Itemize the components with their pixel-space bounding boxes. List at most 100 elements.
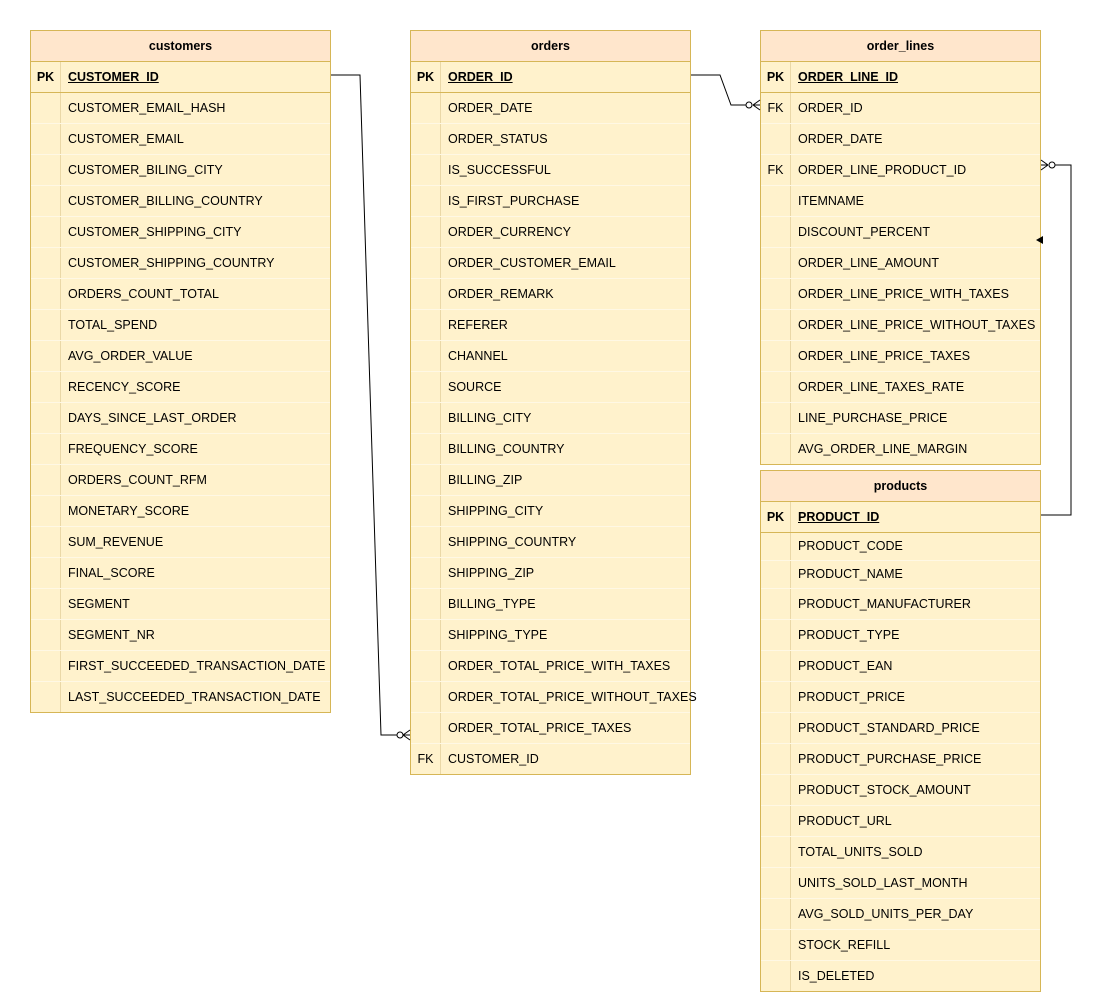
field-row[interactable]: ORDER_LINE_AMOUNT (761, 247, 1040, 278)
field-row[interactable]: PRODUCT_URL (761, 805, 1040, 836)
field-row[interactable]: DAYS_SINCE_LAST_ORDER (31, 402, 330, 433)
field-row[interactable]: TOTAL_SPEND (31, 309, 330, 340)
relationship-customers-orders[interactable] (331, 74, 397, 736)
field-row[interactable]: CUSTOMER_SHIPPING_CITY (31, 216, 330, 247)
customers-table[interactable]: customers PK CUSTOMER_ID CUSTOMER_EMAIL_… (30, 30, 331, 713)
field-row[interactable]: FREQUENCY_SCORE (31, 433, 330, 464)
pk-row[interactable]: PK ORDER_ID (411, 62, 690, 93)
key-marker (761, 372, 791, 402)
field-row[interactable]: ORDER_LINE_PRICE_TAXES (761, 340, 1040, 371)
field-row[interactable]: ORDER_STATUS (411, 123, 690, 154)
field-row[interactable]: ORDER_REMARK (411, 278, 690, 309)
table-title: order_lines (761, 31, 1040, 62)
pk-row[interactable]: PK PRODUCT_ID (761, 502, 1040, 533)
field-row[interactable]: CUSTOMER_BILLING_COUNTRY (31, 185, 330, 216)
relationship-orders-orderlines[interactable] (691, 74, 747, 106)
field-row[interactable]: PRODUCT_PRICE (761, 681, 1040, 712)
key-marker (761, 651, 791, 681)
field-row[interactable]: DISCOUNT_PERCENT (761, 216, 1040, 247)
key-marker (31, 248, 61, 278)
field-row[interactable]: ORDER_LINE_TAXES_RATE (761, 371, 1040, 402)
pk-row[interactable]: PK CUSTOMER_ID (31, 62, 330, 93)
field-row[interactable]: ORDER_DATE (761, 123, 1040, 154)
field-row[interactable]: IS_SUCCESSFUL (411, 154, 690, 185)
field-row[interactable]: BILLING_CITY (411, 402, 690, 433)
key-marker (411, 558, 441, 588)
field-row[interactable]: CUSTOMER_BILING_CITY (31, 154, 330, 185)
field-name: ORDER_STATUS (448, 132, 548, 146)
field-row[interactable]: PRODUCT_EAN (761, 650, 1040, 681)
field-row[interactable]: CUSTOMER_EMAIL (31, 123, 330, 154)
field-row[interactable]: UNITS_SOLD_LAST_MONTH (761, 867, 1040, 898)
field-row[interactable]: ORDER_LINE_PRICE_WITHOUT_TAXES (761, 309, 1040, 340)
field-row[interactable]: TOTAL_UNITS_SOLD (761, 836, 1040, 867)
field-row[interactable]: ORDER_DATE (411, 93, 690, 123)
field-row[interactable]: CUSTOMER_SHIPPING_COUNTRY (31, 247, 330, 278)
field-row[interactable]: PRODUCT_STOCK_AMOUNT (761, 774, 1040, 805)
field-row[interactable]: PRODUCT_TYPE (761, 619, 1040, 650)
pk-row[interactable]: PK ORDER_LINE_ID (761, 62, 1040, 93)
field-row[interactable]: PRODUCT_PURCHASE_PRICE (761, 743, 1040, 774)
field-row[interactable]: ORDER_TOTAL_PRICE_WITHOUT_TAXES (411, 681, 697, 712)
field-row[interactable]: PRODUCT_MANUFACTURER (761, 588, 1040, 619)
field-row[interactable]: SEGMENT_NR (31, 619, 330, 650)
key-marker (411, 434, 441, 464)
field-row[interactable]: SHIPPING_CITY (411, 495, 690, 526)
field-row[interactable]: LAST_SUCCEEDED_TRANSACTION_DATE (31, 681, 330, 712)
field-row[interactable]: ORDER_TOTAL_PRICE_TAXES (411, 712, 690, 743)
field-row[interactable]: ITEMNAME (761, 185, 1040, 216)
field-row[interactable]: AVG_SOLD_UNITS_PER_DAY (761, 898, 1040, 929)
field-row[interactable]: REFERER (411, 309, 690, 340)
field-name: ORDER_LINE_ID (798, 70, 899, 84)
field-row[interactable]: PRODUCT_NAME (761, 560, 1040, 588)
field-row[interactable]: SHIPPING_COUNTRY (411, 526, 690, 557)
field-row[interactable]: BILLING_COUNTRY (411, 433, 690, 464)
field-row[interactable]: SHIPPING_TYPE (411, 619, 690, 650)
field-row[interactable]: SOURCE (411, 371, 690, 402)
field-row[interactable]: SHIPPING_ZIP (411, 557, 690, 588)
field-row[interactable]: FIRST_SUCCEEDED_TRANSACTION_DATE (31, 650, 330, 681)
field-row[interactable]: ORDER_TOTAL_PRICE_WITH_TAXES (411, 650, 690, 681)
field-row[interactable]: LINE_PURCHASE_PRICE (761, 402, 1040, 433)
field-name: PRODUCT_TYPE (798, 628, 900, 642)
field-row[interactable]: ORDER_CURRENCY (411, 216, 690, 247)
field-name: DAYS_SINCE_LAST_ORDER (68, 411, 237, 425)
field-row[interactable]: BILLING_TYPE (411, 588, 690, 619)
field-row[interactable]: SEGMENT (31, 588, 330, 619)
field-name: ORDER_CURRENCY (448, 225, 571, 239)
field-row[interactable]: AVG_ORDER_VALUE (31, 340, 330, 371)
field-row[interactable]: IS_DELETED (761, 960, 1040, 991)
field-row[interactable]: IS_FIRST_PURCHASE (411, 185, 690, 216)
field-row[interactable]: CUSTOMER_EMAIL_HASH (31, 93, 330, 123)
field-row[interactable]: ORDERS_COUNT_RFM (31, 464, 330, 495)
field-name: IS_DELETED (798, 969, 875, 983)
key-marker (411, 620, 441, 650)
key-marker (761, 248, 791, 278)
field-row[interactable]: STOCK_REFILL (761, 929, 1040, 960)
field-row[interactable]: AVG_ORDER_LINE_MARGIN (761, 433, 1040, 464)
key-marker (31, 279, 61, 309)
field-row[interactable]: ORDERS_COUNT_TOTAL (31, 278, 330, 309)
field-row[interactable]: FINAL_SCORE (31, 557, 330, 588)
field-row[interactable]: BILLING_ZIP (411, 464, 690, 495)
field-name: IS_FIRST_PURCHASE (448, 194, 580, 208)
field-row[interactable]: ORDER_LINE_PRICE_WITH_TAXES (761, 278, 1040, 309)
field-row[interactable]: SUM_REVENUE (31, 526, 330, 557)
key-marker (411, 527, 441, 557)
field-row[interactable]: PRODUCT_STANDARD_PRICE (761, 712, 1040, 743)
field-name: DISCOUNT_PERCENT (798, 225, 930, 239)
relationship-products-orderlines[interactable] (1041, 164, 1072, 516)
field-row[interactable]: CHANNEL (411, 340, 690, 371)
field-row[interactable]: MONETARY_SCORE (31, 495, 330, 526)
field-row[interactable]: ORDER_CUSTOMER_EMAIL (411, 247, 690, 278)
field-row[interactable]: PRODUCT_CODE (761, 533, 1040, 560)
field-name: RECENCY_SCORE (68, 380, 181, 394)
field-row[interactable]: RECENCY_SCORE (31, 371, 330, 402)
field-name: CUSTOMER_BILING_CITY (68, 163, 223, 177)
